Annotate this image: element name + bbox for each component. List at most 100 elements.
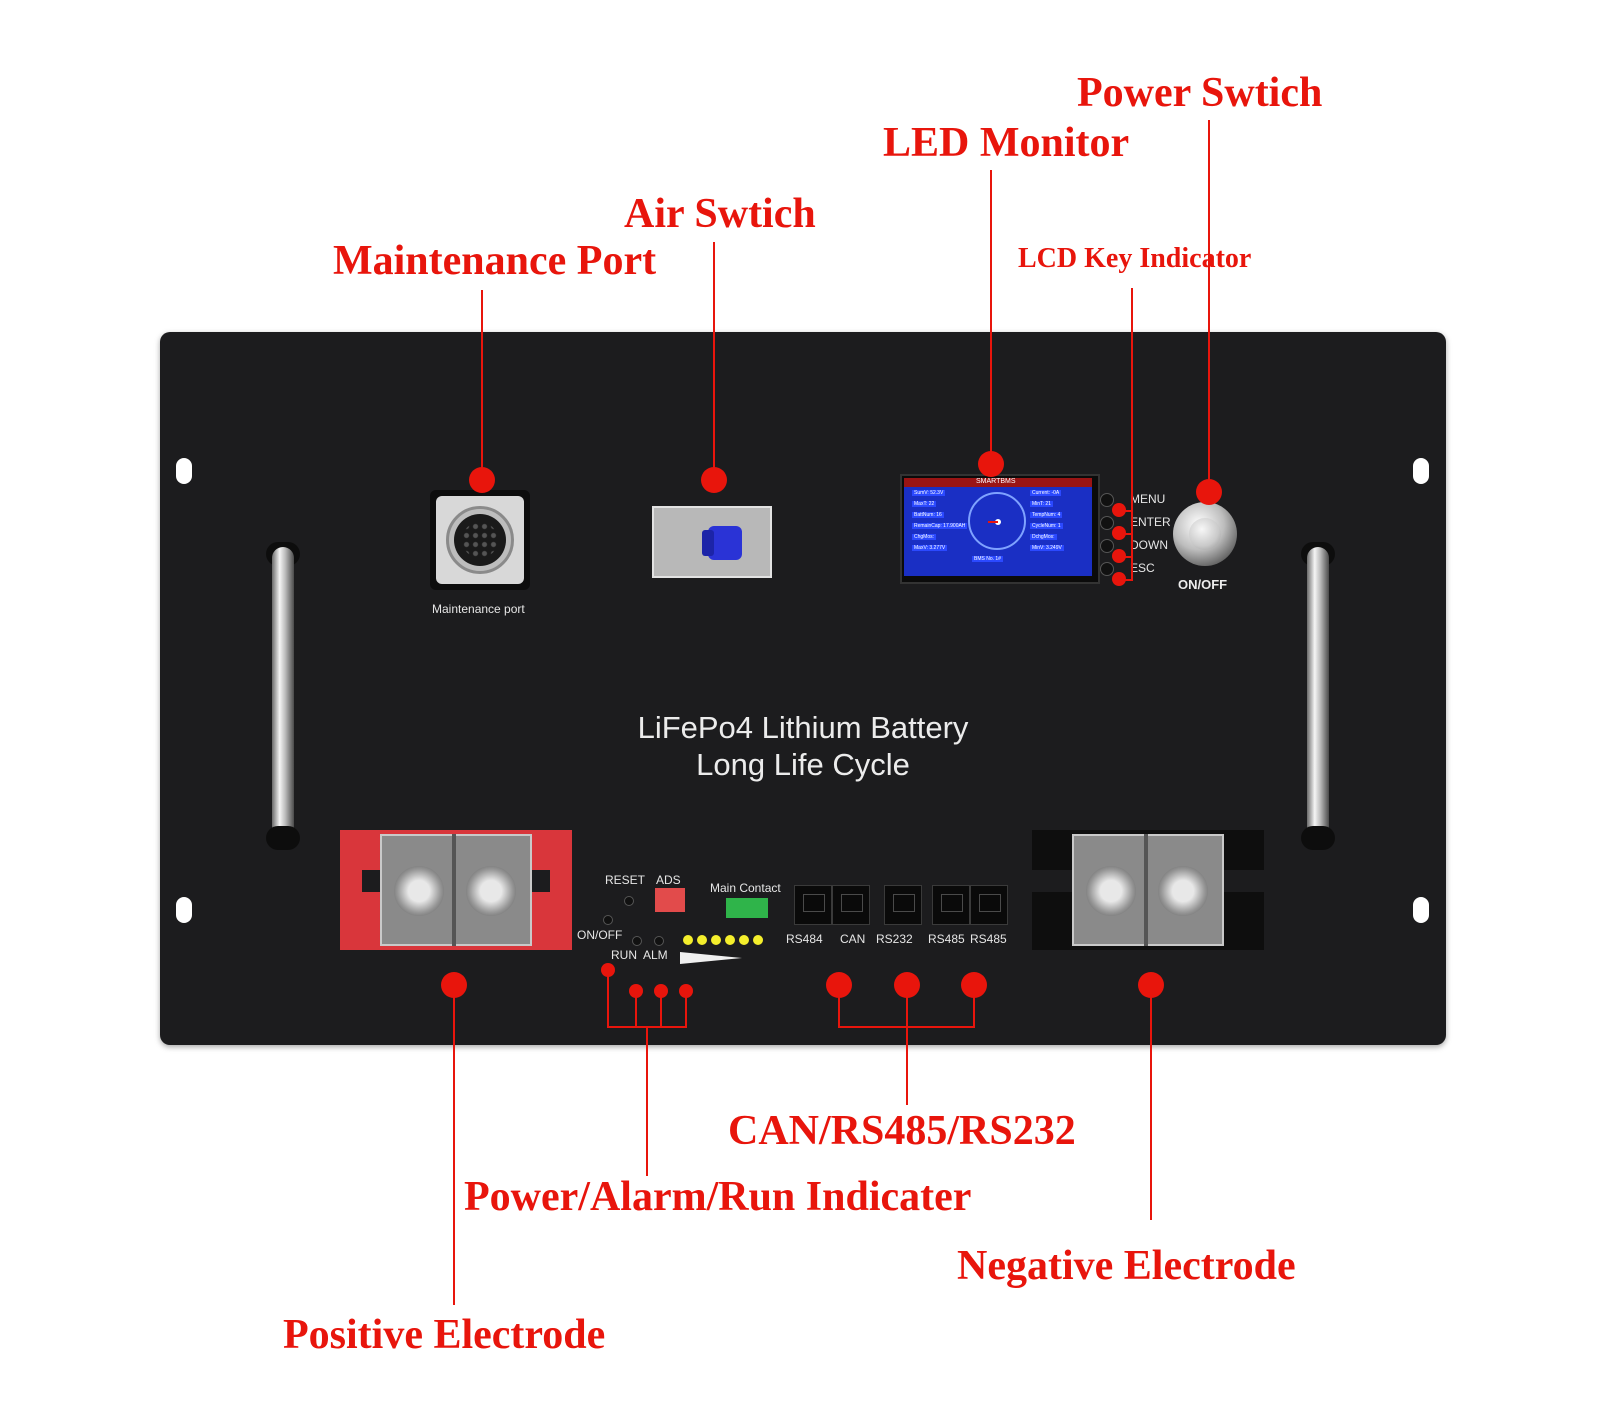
callout-maintenance-port: Maintenance Port <box>333 238 657 284</box>
power-switch-label: ON/OFF <box>1178 577 1228 592</box>
maintenance-port-label: Maintenance port <box>432 602 525 616</box>
reset-button[interactable] <box>624 896 634 906</box>
rs232-label: RS232 <box>876 932 913 946</box>
air-switch[interactable] <box>652 506 772 578</box>
leader-line <box>646 1026 648 1176</box>
small-onoff-label: ON/OFF <box>577 928 623 942</box>
handle-cap <box>1301 826 1335 850</box>
lcd-left-5: ChgMos: <box>912 534 937 540</box>
leader-line <box>481 290 483 480</box>
esc-key[interactable] <box>1100 562 1114 576</box>
positive-bolt <box>394 866 444 916</box>
can-label: CAN <box>840 932 866 946</box>
lcd-bms-no: BMS No. 1# <box>972 556 1003 562</box>
soc-led <box>711 935 721 945</box>
callout-power-switch: Power Swtich <box>1077 70 1323 116</box>
maintenance-port-connector[interactable] <box>430 490 530 590</box>
leader-line <box>973 985 975 1027</box>
handle-cap <box>266 826 300 850</box>
soc-led <box>753 935 763 945</box>
mounting-hole <box>1413 458 1429 484</box>
leader-line <box>1119 556 1131 558</box>
rs485-label-1: RS485 <box>928 932 965 946</box>
menu-key-label: MENU <box>1130 492 1166 506</box>
marker-dot <box>469 467 495 493</box>
rs485-port-1[interactable] <box>932 885 970 925</box>
lcd-right-5: DchgMos: <box>1030 534 1057 540</box>
leader-line <box>713 242 715 480</box>
power-switch-button[interactable] <box>1173 502 1237 566</box>
marker-dot <box>1196 479 1222 505</box>
soc-led <box>739 935 749 945</box>
lcd-left-4: RemainCap: 17.900AH <box>912 523 968 529</box>
right-handle[interactable] <box>1307 547 1329 837</box>
lcd-right-1: Current: -0A <box>1030 490 1062 496</box>
reset-label: RESET <box>605 873 646 887</box>
leader-line <box>1150 985 1152 1220</box>
callout-led-monitor: LED Monitor <box>883 120 1130 166</box>
lcd-right-3: TempNum: 4 <box>1030 512 1063 518</box>
panel-subtitle: Long Life Cycle <box>696 747 910 782</box>
rs484-port[interactable] <box>794 885 832 925</box>
mounting-hole <box>176 897 192 923</box>
leader-line <box>1119 533 1131 535</box>
negative-terminal[interactable] <box>1032 830 1264 950</box>
down-key-label: DOWN <box>1130 538 1168 552</box>
rs485-port-2[interactable] <box>970 885 1008 925</box>
leader-line <box>990 170 992 465</box>
positive-terminal[interactable] <box>340 830 572 950</box>
run-label: RUN <box>611 948 637 962</box>
mounting-hole <box>1413 897 1429 923</box>
callout-negative-electrode: Negative Electrode <box>957 1243 1296 1289</box>
lcd-brand: SMARTBMS <box>976 478 1016 485</box>
marker-dot <box>978 451 1004 477</box>
lcd-left-1: SumV: 52.3V <box>912 490 946 496</box>
panel-title: LiFePo4 Lithium Battery <box>637 710 969 745</box>
leader-line <box>906 985 908 1105</box>
menu-key[interactable] <box>1100 493 1114 507</box>
leader-line <box>607 970 609 1027</box>
lcd-right-4: CycleNum: 1 <box>1030 523 1063 529</box>
enter-key[interactable] <box>1100 516 1114 530</box>
leader-line <box>685 991 687 1027</box>
run-led <box>632 936 642 946</box>
callout-lcd-key-indicator: LCD Key Indicator <box>1018 243 1252 274</box>
lcd-right-2: MinT: 21 <box>1030 501 1053 507</box>
soc-wedge <box>680 952 742 964</box>
callout-positive-electrode: Positive Electrode <box>283 1312 606 1358</box>
leader-line <box>635 991 637 1027</box>
positive-bolt <box>466 866 516 916</box>
callout-can-rs485-rs232: CAN/RS485/RS232 <box>728 1108 1076 1154</box>
battery-front-panel: Maintenance port SMARTBMS SumV: 52.3V Ma… <box>160 332 1446 1045</box>
lcd-monitor: SMARTBMS SumV: 52.3V MaxT: 22 BattNum: 1… <box>900 474 1100 584</box>
negative-bolt <box>1086 866 1136 916</box>
alm-led <box>654 936 664 946</box>
leader-line <box>453 985 455 1305</box>
callout-power-alarm-run: Power/Alarm/Run Indicater <box>464 1174 972 1220</box>
lcd-left-6: MaxV: 3.277V <box>912 545 948 551</box>
leader-line <box>1131 288 1133 581</box>
mounting-hole <box>176 458 192 484</box>
ads-label: ADS <box>656 873 681 887</box>
can-port[interactable] <box>832 885 870 925</box>
enter-key-label: ENTER <box>1130 515 1171 529</box>
down-key[interactable] <box>1100 539 1114 553</box>
leader-line <box>838 985 840 1027</box>
left-handle[interactable] <box>272 547 294 837</box>
rs484-label: RS484 <box>786 932 823 946</box>
leader-line <box>1208 120 1210 492</box>
alm-label: ALM <box>643 948 668 962</box>
onoff-button[interactable] <box>603 915 613 925</box>
lcd-left-2: MaxT: 22 <box>912 501 937 507</box>
rs232-port[interactable] <box>884 885 922 925</box>
ads-dip-switch[interactable] <box>655 888 685 912</box>
rs485-label-2: RS485 <box>970 932 1007 946</box>
callout-air-switch: Air Swtich <box>624 191 816 237</box>
soc-led <box>683 935 693 945</box>
soc-led <box>725 935 735 945</box>
soc-led <box>697 935 707 945</box>
lcd-right-6: MinV: 3.249V <box>1030 545 1064 551</box>
esc-key-label: ESC <box>1130 561 1155 575</box>
main-contact-terminal[interactable] <box>726 898 768 918</box>
main-contact-label: Main Contact <box>710 881 781 895</box>
